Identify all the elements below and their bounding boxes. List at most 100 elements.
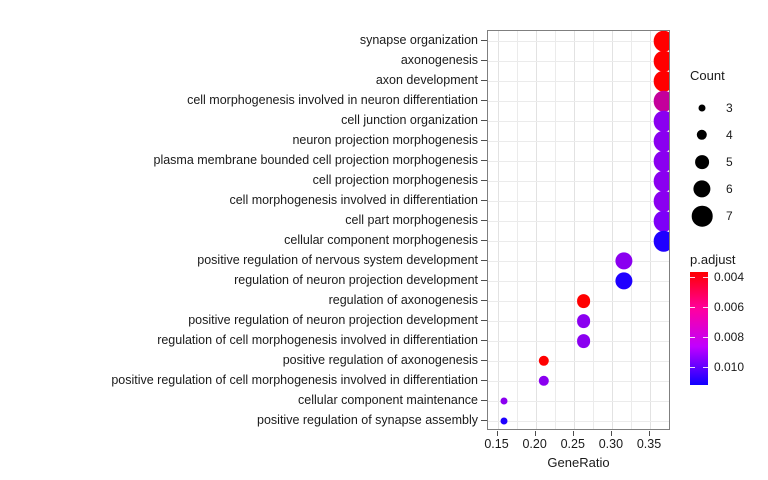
y-axis-tick xyxy=(481,160,487,161)
y-axis-tick xyxy=(481,300,487,301)
y-axis-tick xyxy=(481,220,487,221)
gridline-horizontal xyxy=(488,401,669,402)
data-point xyxy=(653,170,669,192)
legend-padjust-label: 0.004 xyxy=(714,270,745,284)
y-axis-label: cellular component morphogenesis xyxy=(284,233,478,247)
y-axis-label: cell projection morphogenesis xyxy=(312,173,478,187)
gridline-horizontal xyxy=(488,241,669,242)
y-axis-label: cell morphogenesis involved in neuron di… xyxy=(187,93,478,107)
legend-count-dot xyxy=(693,180,711,198)
y-axis-tick xyxy=(481,100,487,101)
gridline-vertical xyxy=(535,31,537,429)
legend-count-label: 7 xyxy=(726,209,733,223)
y-axis-label: regulation of cell morphogenesis involve… xyxy=(157,333,478,347)
y-axis-tick xyxy=(481,360,487,361)
data-point xyxy=(576,334,591,348)
gridline-vertical-minor xyxy=(516,31,518,429)
y-axis-label: cell morphogenesis involved in different… xyxy=(229,193,478,207)
y-axis-label: regulation of axonogenesis xyxy=(328,293,478,307)
data-point xyxy=(653,31,669,52)
data-point xyxy=(653,130,669,152)
plot-panel xyxy=(487,30,670,430)
gridline-vertical xyxy=(497,31,499,429)
gridline-horizontal xyxy=(488,181,669,182)
gridline-horizontal xyxy=(488,101,669,102)
gridline-horizontal xyxy=(488,161,669,162)
gridline-vertical xyxy=(611,31,613,429)
y-axis-tick xyxy=(481,120,487,121)
y-axis-tick xyxy=(481,180,487,181)
legend-padjust-tick xyxy=(690,307,695,308)
legend-padjust-title: p.adjust xyxy=(690,252,736,267)
y-axis-tick xyxy=(481,240,487,241)
y-axis-label: positive regulation of nervous system de… xyxy=(197,253,478,267)
y-axis-label: cell part morphogenesis xyxy=(345,213,478,227)
x-axis-tick-label: 0.30 xyxy=(598,437,624,451)
y-axis-tick xyxy=(481,320,487,321)
data-point xyxy=(653,70,669,92)
legend-padjust-tick xyxy=(703,337,708,338)
x-axis-tick xyxy=(610,431,612,436)
y-axis-category-labels: synapse organization axonogenesis axon dev… xyxy=(0,30,478,430)
y-axis-label: neuron projection morphogenesis xyxy=(292,133,478,147)
gridline-horizontal xyxy=(488,41,669,42)
legend-padjust-colorbar xyxy=(690,272,708,385)
y-axis-tick xyxy=(481,200,487,201)
legend-count-dot xyxy=(698,104,706,112)
data-point xyxy=(576,294,591,308)
y-axis-tick xyxy=(481,280,487,281)
data-point xyxy=(615,272,633,290)
legend-padjust-label: 0.006 xyxy=(714,300,745,314)
y-axis-label: axon development xyxy=(375,73,478,87)
x-axis-tick xyxy=(572,431,574,436)
data-point xyxy=(653,150,669,172)
y-axis-tick xyxy=(481,340,487,341)
y-axis-label: axonogenesis xyxy=(400,53,478,67)
gridline-horizontal xyxy=(488,61,669,62)
y-axis-tick xyxy=(481,140,487,141)
legend-padjust-label: 0.010 xyxy=(714,360,745,374)
data-point xyxy=(653,110,669,132)
legend-padjust-tick xyxy=(690,337,695,338)
gridline-horizontal xyxy=(488,261,669,262)
gridline-horizontal xyxy=(488,201,669,202)
gridline-horizontal xyxy=(488,381,669,382)
gridline-vertical-minor xyxy=(630,31,632,429)
gridline-horizontal xyxy=(488,361,669,362)
gridline-vertical xyxy=(650,31,652,429)
y-axis-tick xyxy=(481,60,487,61)
gridline-vertical-minor xyxy=(554,31,556,429)
data-point xyxy=(653,230,669,252)
data-point xyxy=(653,90,669,112)
y-axis-label: positive regulation of neuron projection… xyxy=(188,313,478,327)
x-axis-tick-label: 0.20 xyxy=(522,437,547,451)
legend-padjust-tick xyxy=(703,367,708,368)
x-axis-tick xyxy=(496,431,498,436)
legend-padjust-tick xyxy=(690,367,695,368)
y-axis-tick xyxy=(481,380,487,381)
x-axis-tick xyxy=(534,431,536,436)
legend-count-dot xyxy=(696,129,708,141)
y-axis-label: positive regulation of axonogenesis xyxy=(282,353,478,367)
x-axis-tick xyxy=(649,431,651,436)
y-axis-label: positive regulation of synapse assembly xyxy=(257,413,478,427)
data-point xyxy=(615,252,633,270)
legend-count-label: 5 xyxy=(726,155,733,169)
data-point xyxy=(500,417,508,425)
y-axis-label: plasma membrane bounded cell projection … xyxy=(153,153,479,167)
legend-padjust-tick xyxy=(703,277,708,278)
y-axis-tick xyxy=(481,40,487,41)
y-axis-tick xyxy=(481,260,487,261)
gridline-horizontal xyxy=(488,221,669,222)
legend-count-label: 3 xyxy=(726,101,733,115)
gridline-vertical xyxy=(573,31,575,429)
legend-count-label: 6 xyxy=(726,182,733,196)
y-axis-tick xyxy=(481,400,487,401)
y-axis-label: cell junction organization xyxy=(341,113,478,127)
gridline-horizontal xyxy=(488,281,669,282)
data-point xyxy=(653,50,669,72)
y-axis-label: synapse organization xyxy=(359,33,478,47)
data-point xyxy=(500,397,508,405)
data-point xyxy=(538,355,550,367)
